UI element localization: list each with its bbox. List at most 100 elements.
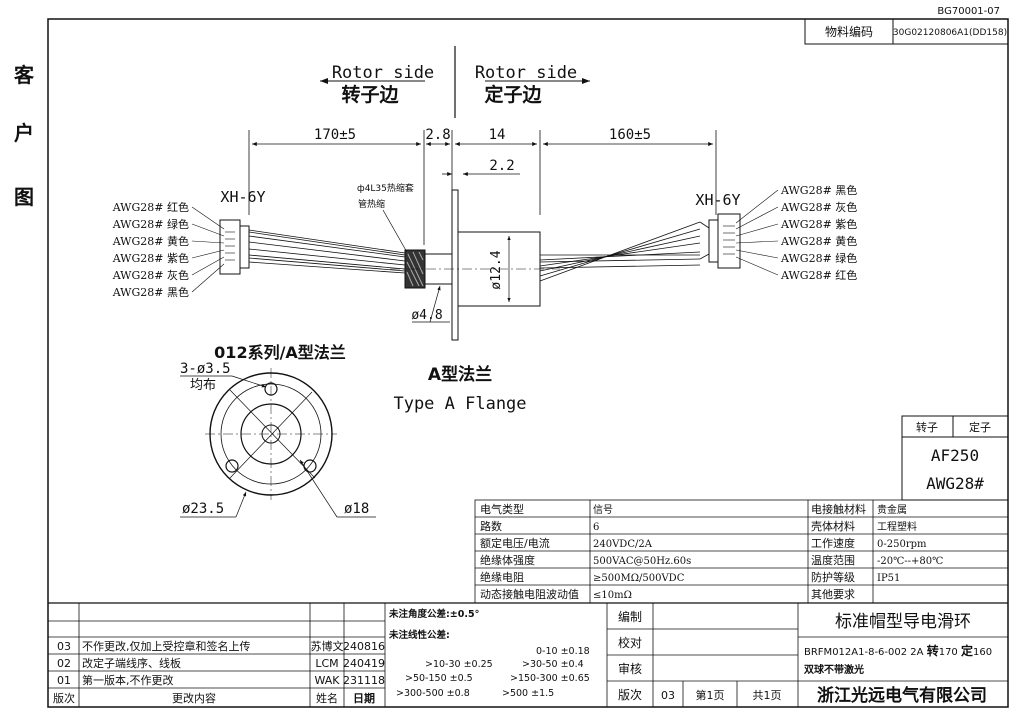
dim-4-8: ø4.8 <box>411 308 442 323</box>
spec-label: 壳体材料 <box>811 519 855 533</box>
dim-2-2: 2.2 <box>489 158 514 174</box>
company-name: 浙江光远电气有限公司 <box>817 685 987 706</box>
connector-left-label: XH-6Y <box>220 188 265 206</box>
rotor-side-en: Rotor side <box>332 63 434 83</box>
tol-angle: 未注角度公差:±0.5° <box>388 608 479 620</box>
holes-note: 均布 <box>190 378 216 393</box>
spec-label: 防护等级 <box>811 570 855 584</box>
spec-label: 路数 <box>480 520 502 533</box>
spec-label: 额定电压/电流 <box>480 536 550 550</box>
rev-header-desc: 更改内容 <box>172 691 216 705</box>
revision-date: 231118 <box>343 674 385 687</box>
revision-desc: 第一版本,不作更改 <box>82 673 174 687</box>
tol-item: 0-10 ±0.18 <box>536 646 590 657</box>
revision-desc: 不作更改,仅加上受控章和签名上传 <box>82 639 251 653</box>
tol-item: >300-500 ±0.8 <box>396 688 470 699</box>
left-wire-label: AWG28# 黑色 <box>112 285 189 299</box>
tol-linear: 未注线性公差: <box>388 629 450 641</box>
right-wire-label: AWG28# 绿色 <box>780 251 857 265</box>
dim-23-5: ø23.5 <box>182 501 224 517</box>
spec-label: 温度范围 <box>811 553 855 567</box>
tol-item: >150-300 ±0.65 <box>510 673 590 684</box>
title-block-lines <box>48 602 1008 707</box>
spec-value: 240VDC/2A <box>593 539 653 550</box>
spec-table <box>474 499 1009 604</box>
spec-value: ≤10mΩ <box>593 590 632 601</box>
spec-value: 工程塑料 <box>877 520 917 533</box>
model-af250: AF250 <box>931 446 979 465</box>
model-note: 双球不带激光 <box>804 663 864 676</box>
spec-value: 贵金属 <box>877 503 907 516</box>
revision-date: 240816 <box>343 640 385 653</box>
flange-type-cn: A型法兰 <box>428 364 492 385</box>
holes-spec: 3-ø3.5 <box>180 361 231 377</box>
flange-type-en: Type A Flange <box>393 394 526 414</box>
rotor-header: 转子 <box>916 420 938 434</box>
spec-value: IP51 <box>877 573 900 584</box>
spec-value: 信号 <box>593 504 613 516</box>
tol-item: >50-150 ±0.5 <box>405 673 473 684</box>
left-label-3: 图 <box>14 185 34 209</box>
stator-side-cn: 定子边 <box>484 83 542 106</box>
dim-160: 160±5 <box>609 127 651 143</box>
right-wire-labels: AWG28# 黑色 AWG28# 灰色 AWG28# 紫色 AWG28# 黄色 … <box>780 183 857 282</box>
left-wire-labels: AWG28# 红色 AWG28# 绿色 AWG28# 黄色 AWG28# 紫色 … <box>112 200 189 299</box>
right-wire-label: AWG28# 紫色 <box>780 217 857 231</box>
left-wire-label: AWG28# 黄色 <box>112 234 189 248</box>
dim-18: ø18 <box>344 501 369 517</box>
spec-value: ≥500MΩ/500VDC <box>593 573 685 584</box>
slip-ring-body <box>390 189 701 341</box>
left-wires <box>248 229 406 274</box>
spec-label: 动态接触电阻波动值 <box>480 587 579 601</box>
rev-header-ver: 版次 <box>53 691 75 705</box>
spec-value: 6 <box>593 522 599 533</box>
revision-ver: 03 <box>57 640 71 653</box>
dim-2-8: 2.8 <box>425 127 450 143</box>
sign-rev: 版次 <box>618 688 642 702</box>
right-wire-label: AWG28# 灰色 <box>780 200 857 214</box>
revision-date: 240419 <box>343 657 385 670</box>
wire-gauge: AWG28# <box>926 474 984 493</box>
heat-shrink-label-2: 管热缩 <box>358 198 385 210</box>
tol-item: >10-30 ±0.25 <box>425 659 493 670</box>
left-wire-label: AWG28# 红色 <box>112 200 189 214</box>
revision-name: WAK <box>314 674 340 687</box>
dim-12-4: ø12.4 <box>489 250 504 289</box>
spec-label: 工作速度 <box>811 536 855 550</box>
sign-rev-value: 03 <box>661 689 675 702</box>
spec-value: -20℃--+80℃ <box>877 556 943 567</box>
sign-check: 校对 <box>618 635 642 650</box>
right-connector <box>708 213 741 269</box>
left-label-2: 户 <box>14 121 34 145</box>
rev-header-name: 姓名 <box>316 691 338 705</box>
rev-header-date: 日期 <box>353 691 375 705</box>
dim-14: 14 <box>489 127 506 143</box>
model-number: BRFM012A1-8-6-002 2A 转170 定160 <box>804 643 992 658</box>
right-wire-leaders <box>735 189 779 276</box>
material-label: 物料编码 <box>825 24 873 39</box>
spec-label: 电接触材料 <box>811 502 866 516</box>
heat-shrink-label-1: ф4L35热缩套 <box>357 182 414 194</box>
heat-shrink-leader <box>382 209 409 255</box>
revision-ver: 02 <box>57 657 71 670</box>
spec-label: 绝缘电阻 <box>480 570 524 584</box>
flange-front-view <box>180 368 376 518</box>
revision-name: LCM <box>315 657 338 670</box>
doc-code: BG70001-07 <box>937 6 1000 17</box>
flange-series-title: 012系列/A型法兰 <box>214 343 346 362</box>
rotor-stator-box: 转子 定子 AF250 AWG28# <box>901 415 1009 501</box>
sign-review: 审核 <box>618 661 642 676</box>
right-wire-label: AWG28# 黑色 <box>780 183 857 197</box>
stator-header: 定子 <box>969 420 991 434</box>
material-value: 30G02120806A1(DD158) <box>893 28 1007 38</box>
dimension-lines <box>248 130 717 245</box>
spec-label: 绝缘体强度 <box>480 553 535 567</box>
dim-170: 170±5 <box>314 127 356 143</box>
rotor-side-cn: 转子边 <box>341 83 399 106</box>
sheet-border <box>47 18 1009 708</box>
left-connector <box>219 219 250 275</box>
left-wire-label: AWG28# 绿色 <box>112 217 189 231</box>
